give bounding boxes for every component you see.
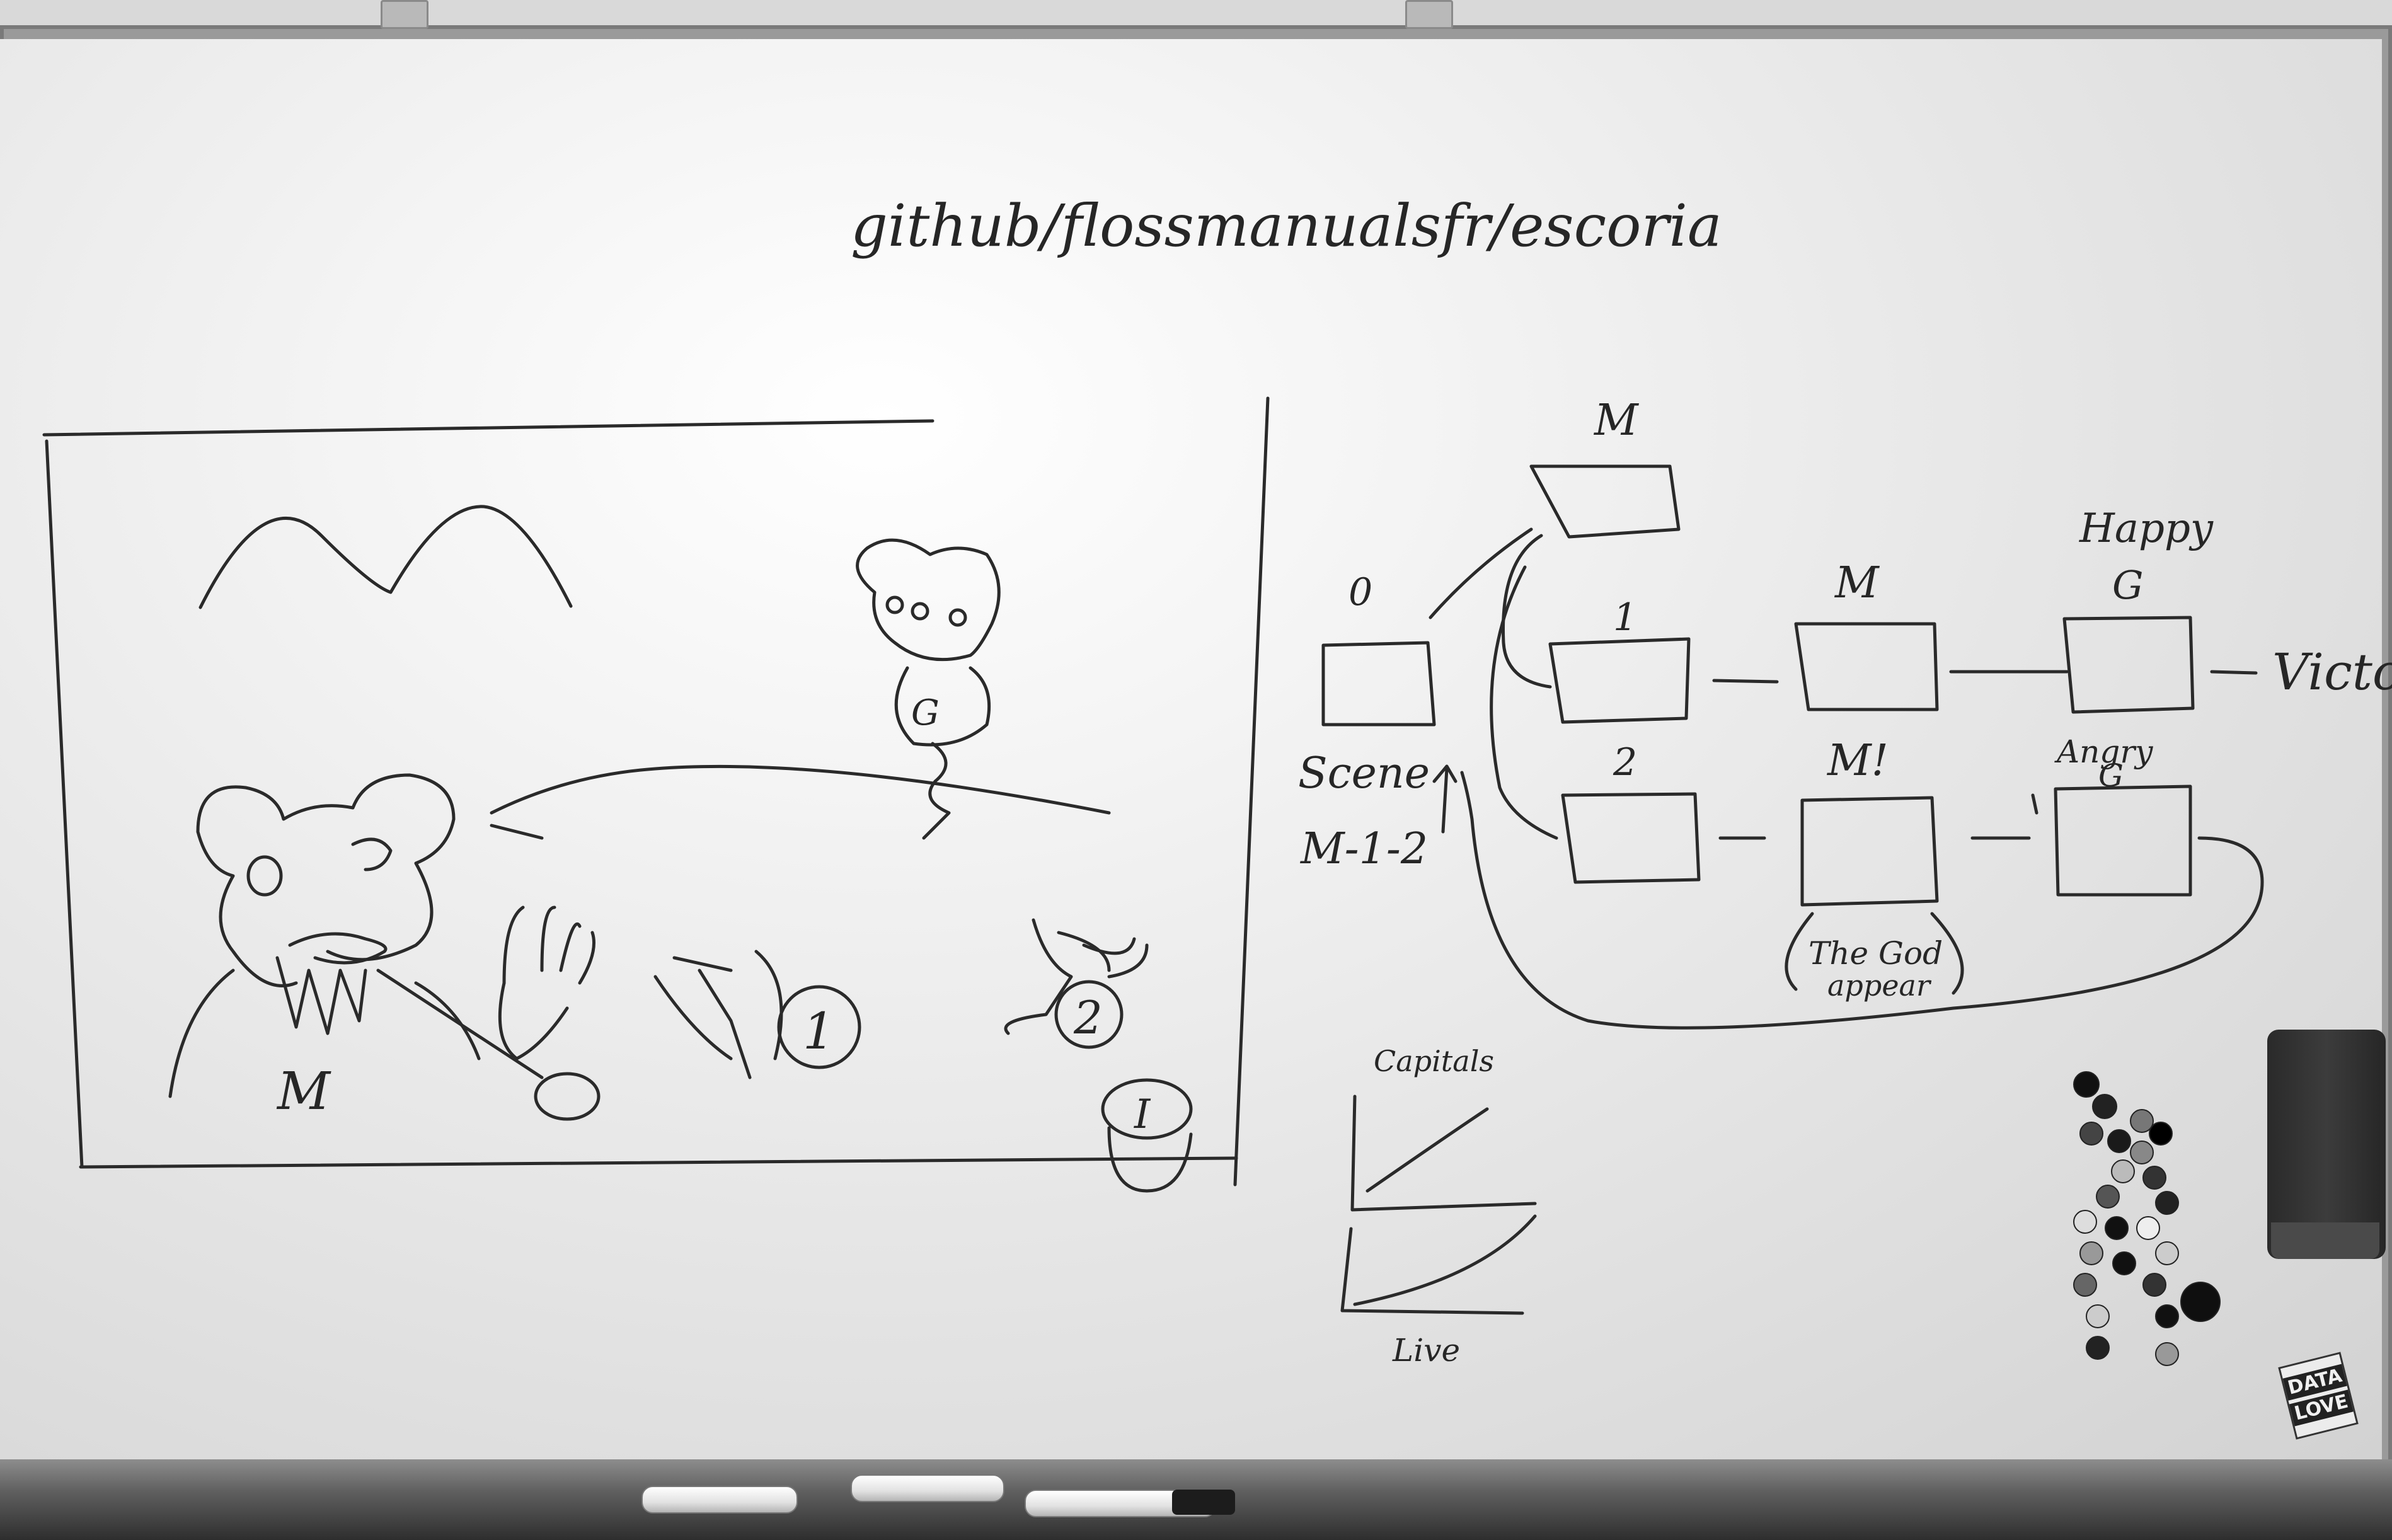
item-1-sketch: 1 <box>653 950 861 1079</box>
item-1-label: 1 <box>803 1002 835 1060</box>
eraser-felt <box>2271 1222 2379 1259</box>
character-sketch: M <box>168 773 601 1122</box>
white-marker[interactable] <box>641 1486 798 1514</box>
mini-graph-top: Capitals <box>1350 1044 1537 1212</box>
node-middle-m: M <box>1794 558 1939 711</box>
magnet[interactable] <box>2073 1273 2097 1297</box>
edge-0-m <box>1429 527 1533 619</box>
marker-cap <box>1172 1490 1235 1515</box>
magnet[interactable] <box>2155 1241 2179 1265</box>
node-happy: Happy G <box>2062 505 2214 714</box>
background-line <box>490 764 1111 815</box>
graph-top-label: Capitals <box>1374 1044 1494 1078</box>
node-middle-m-label: M <box>1834 558 1880 608</box>
edge-m-2 <box>1490 565 1558 840</box>
magnet[interactable] <box>2079 1122 2103 1146</box>
sketch-frame-top <box>42 419 934 437</box>
item-2-sketch: 2 <box>1004 918 1149 1049</box>
magnet[interactable] <box>2149 1122 2173 1146</box>
god-appear-line-2: appear <box>1827 968 1932 1003</box>
victory-label: Victory <box>2272 643 2392 701</box>
url-text: github/flossmanualsfr/escoria <box>851 192 1722 260</box>
pot-letter: I <box>1134 1091 1151 1138</box>
node-angry: Angry G <box>2054 733 2192 897</box>
happy-letter: G <box>2112 562 2144 608</box>
sketch-frame-divider <box>1233 396 1270 1187</box>
character-letter: M <box>276 1062 331 1122</box>
magnet[interactable] <box>2079 1241 2103 1265</box>
magnet[interactable] <box>2096 1185 2120 1209</box>
scene-arrow <box>1432 764 1458 834</box>
node-2-label: 2 <box>1613 740 1637 784</box>
scene-code: M-1-2 <box>1299 824 1428 874</box>
magnet[interactable] <box>2155 1191 2179 1215</box>
node-middle-m-excl-label: M! <box>1826 736 1889 786</box>
node-m-top: M <box>1529 396 1681 539</box>
ghost-sketch: G <box>856 538 1001 840</box>
magnet[interactable] <box>2136 1216 2160 1240</box>
whiteboard-surface <box>0 39 2382 1459</box>
magnet[interactable] <box>2130 1141 2154 1164</box>
magnet[interactable] <box>2155 1342 2179 1366</box>
magnet[interactable] <box>2073 1071 2100 1098</box>
mount-clip <box>1405 0 1453 29</box>
node-2: 2 <box>1561 740 1701 884</box>
god-appear-line-1: The God <box>1808 935 1943 972</box>
node-0-label: 0 <box>1348 570 1372 614</box>
magnet[interactable] <box>2142 1166 2166 1190</box>
sketch-frame-bottom <box>79 1156 1238 1169</box>
edge-m-1 <box>1502 534 1552 689</box>
edge-tick <box>2031 793 2038 815</box>
loop-back-edge <box>1460 771 2264 1030</box>
magnet[interactable] <box>2111 1159 2135 1183</box>
magnet[interactable] <box>2107 1129 2131 1153</box>
magnet[interactable] <box>2142 1273 2166 1297</box>
whiteboard-eraser[interactable] <box>2267 1030 2386 1259</box>
magnet[interactable] <box>2073 1210 2097 1234</box>
ghost-letter: G <box>911 692 940 733</box>
sketch-frame-left <box>45 439 84 1169</box>
god-appear-brackets <box>1785 912 1964 995</box>
mount-clip <box>381 0 428 29</box>
node-m-top-label: M <box>1593 396 1640 445</box>
node-1-label: 1 <box>1613 595 1637 640</box>
edge-happy-victory <box>2210 670 2258 675</box>
background-line <box>490 824 544 840</box>
graph-bottom-label: Live <box>1392 1332 1460 1369</box>
magnet[interactable] <box>2092 1094 2117 1119</box>
magnet[interactable] <box>2155 1304 2179 1328</box>
magnet[interactable] <box>2105 1216 2129 1240</box>
white-marker[interactable] <box>851 1474 1004 1502</box>
node-middle-m-excl: M! <box>1800 736 1939 907</box>
angry-label: Angry <box>2054 733 2153 770</box>
magnet[interactable] <box>2086 1304 2110 1328</box>
mini-graph-bottom: Live <box>1340 1214 1537 1369</box>
magnet[interactable] <box>2180 1282 2221 1322</box>
mountains-sketch <box>198 505 573 609</box>
magnet[interactable] <box>2086 1336 2110 1360</box>
item-2-label: 2 <box>1073 991 1103 1044</box>
pot-sketch: I <box>1101 1078 1193 1193</box>
magnet[interactable] <box>2112 1251 2136 1275</box>
edge-1-m <box>1712 679 1779 684</box>
node-1: 1 <box>1548 595 1691 724</box>
scene-node-0: 0 <box>1321 570 1436 727</box>
scene-label: Scene <box>1298 749 1430 798</box>
happy-label: Happy <box>2079 505 2214 552</box>
